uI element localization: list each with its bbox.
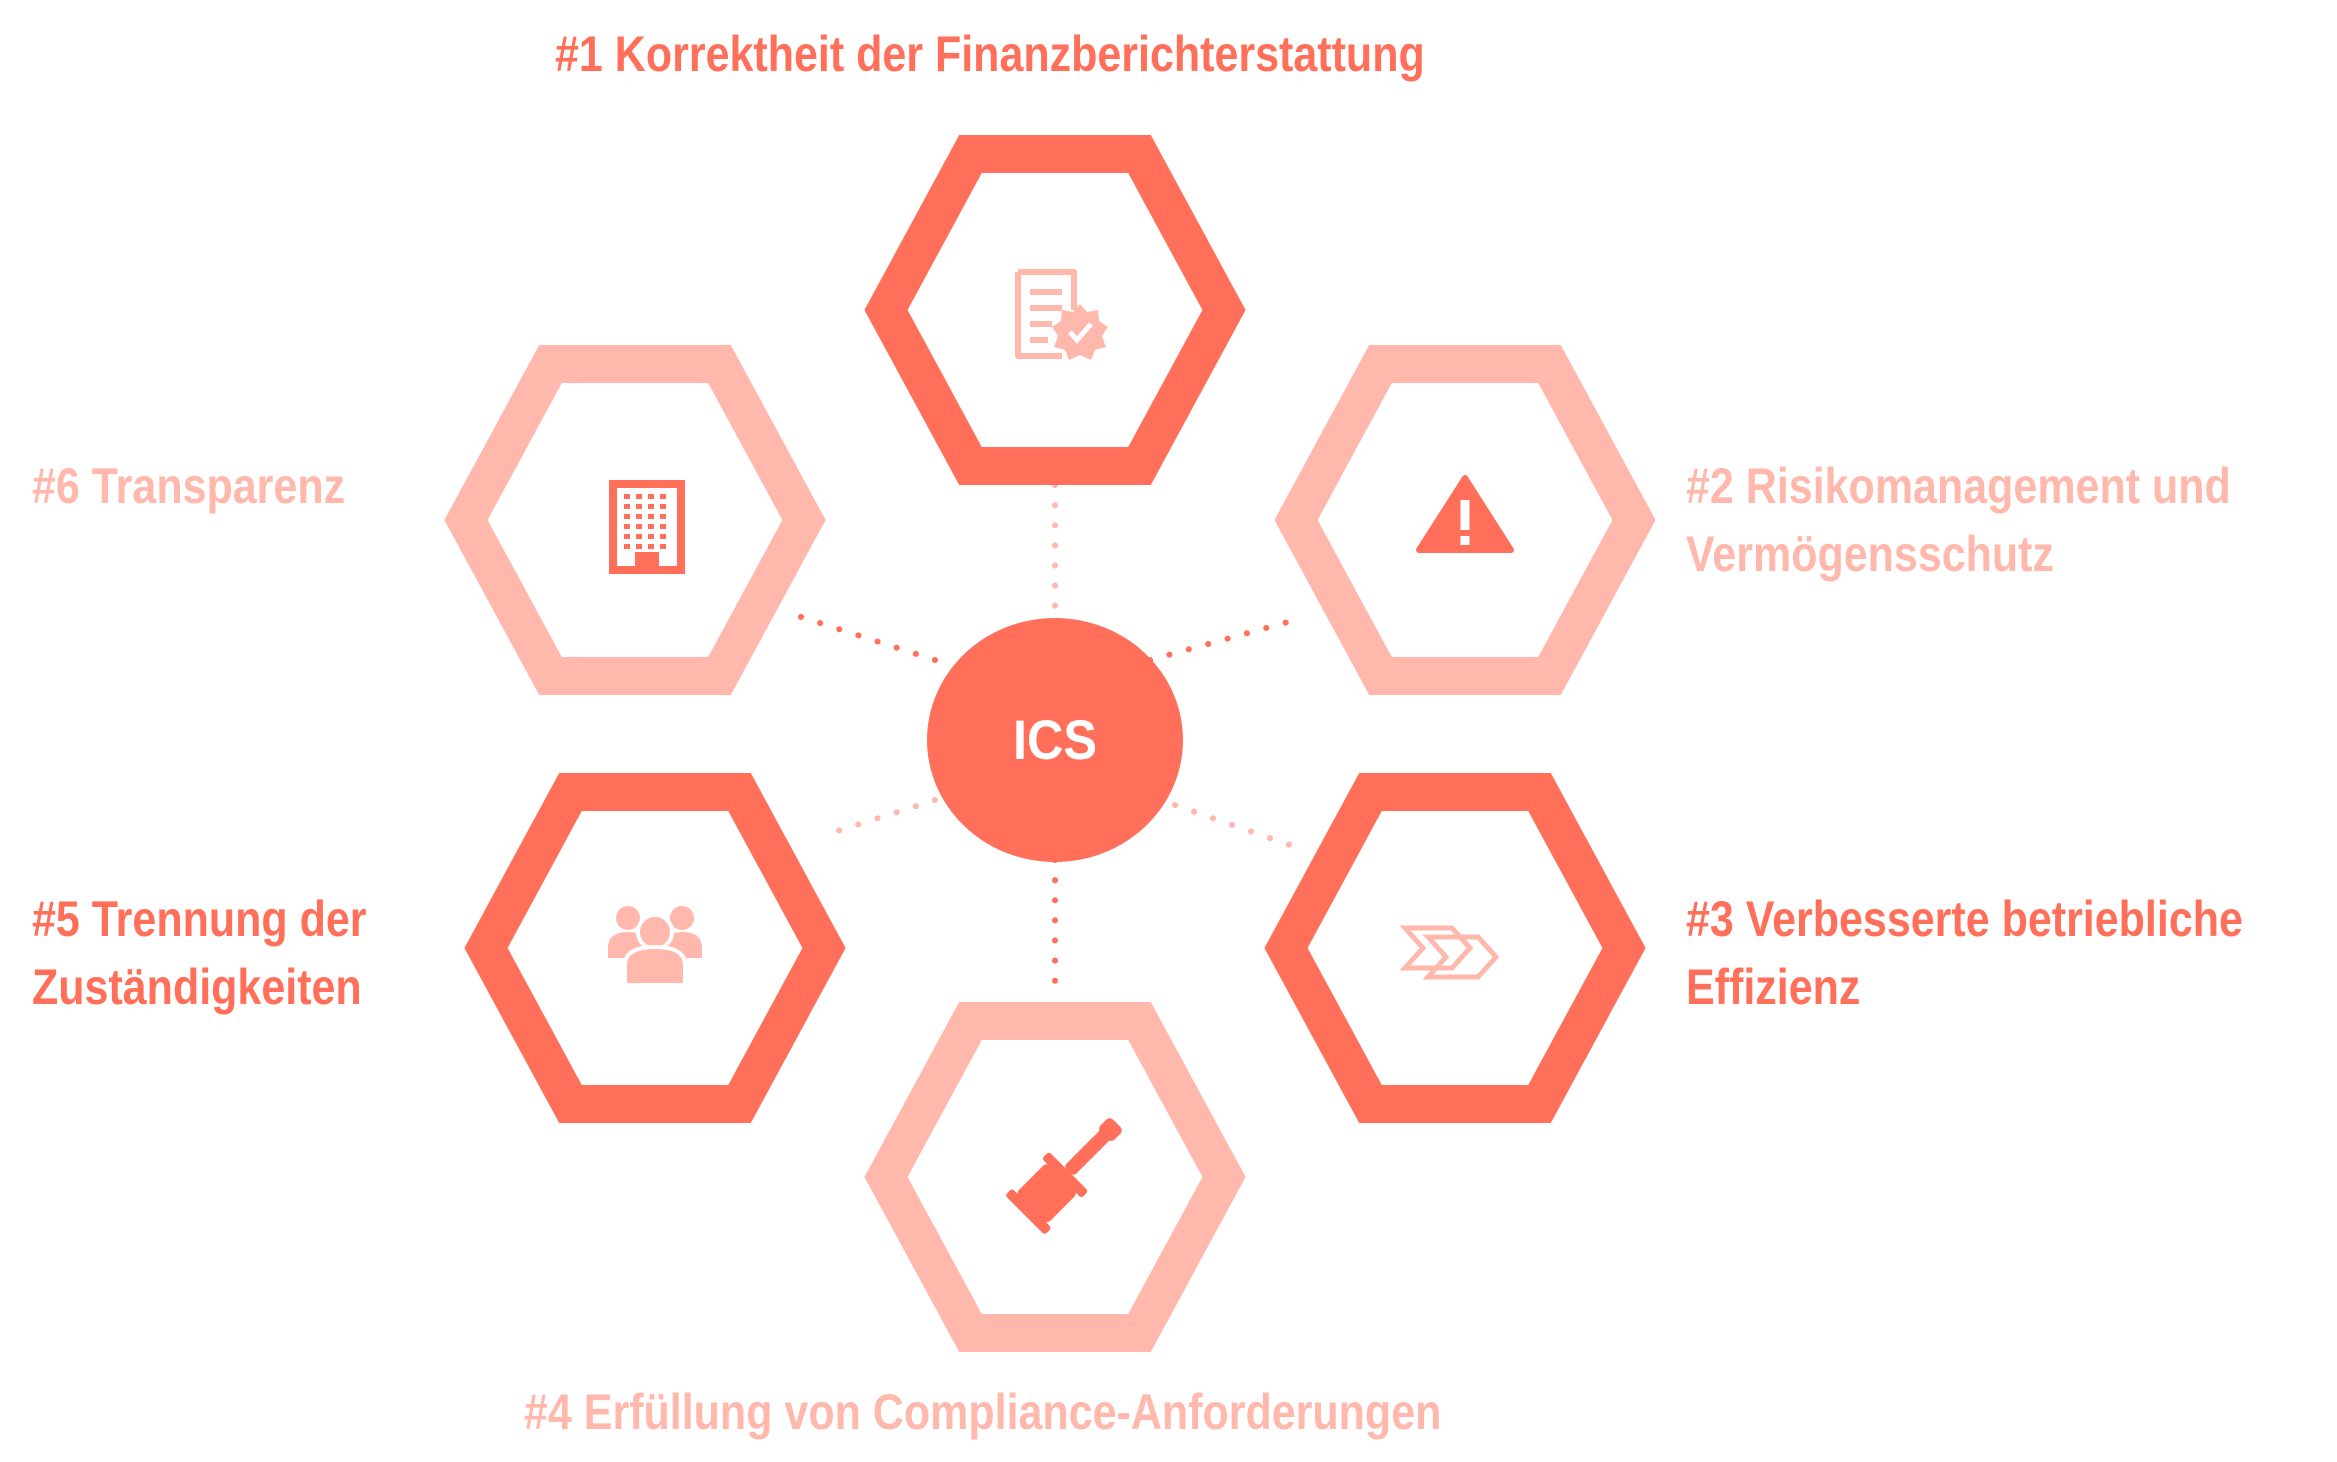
item-label-line: #6 Transparenz [32, 458, 346, 514]
window-mark [648, 504, 654, 509]
window-mark [624, 494, 630, 499]
double-chevron-icon [1399, 925, 1500, 980]
item-label-line: #4 Erfüllung von Compliance-Anforderunge… [524, 1384, 1442, 1440]
window-mark [648, 534, 654, 539]
center-circle [927, 618, 1183, 862]
hexagon-5 [464, 773, 846, 1123]
hexagon-group [444, 135, 1656, 1352]
connector-2 [1147, 617, 1298, 663]
window-mark [624, 534, 630, 539]
window-mark [636, 504, 642, 509]
window-mark [624, 544, 630, 549]
window-mark [648, 494, 654, 499]
connector-lines [792, 482, 1298, 988]
gavel-icon [1006, 1118, 1122, 1234]
window-mark [636, 534, 642, 539]
item-label-line: Vermögensschutz [1686, 526, 2054, 582]
item-label-6: #6 Transparenz [32, 452, 345, 520]
hexagon-6 [444, 345, 826, 695]
item-label-line: #3 Verbesserte betriebliche [1686, 891, 2243, 947]
item-label-line: #5 Trennung der [32, 891, 367, 947]
window-mark [660, 514, 666, 519]
window-mark [648, 524, 654, 529]
item-label-1: #1 Korrektheit der Finanzberichterstattu… [555, 20, 1425, 88]
item-label-4: #4 Erfüllung von Compliance-Anforderunge… [524, 1378, 1441, 1446]
item-label-line: Zuständigkeiten [32, 959, 362, 1015]
window-mark [648, 514, 654, 519]
item-label-line: Effizienz [1686, 959, 1861, 1015]
connector-5 [822, 797, 938, 838]
window-mark [636, 514, 642, 519]
hexagon-1 [864, 135, 1246, 485]
center-label: ICS [1013, 710, 1097, 772]
connector-3 [1172, 802, 1293, 848]
user-group-icon [608, 906, 702, 987]
hexagon-2 [1274, 345, 1656, 695]
window-mark [660, 544, 666, 549]
item-label-line: #1 Korrektheit der Finanzberichterstattu… [555, 26, 1425, 82]
window-mark [624, 514, 630, 519]
connector-6 [792, 612, 938, 663]
window-mark [660, 494, 666, 499]
window-mark [636, 494, 642, 499]
window-mark [660, 524, 666, 529]
hexagon-4 [864, 1002, 1246, 1352]
window-mark [660, 504, 666, 509]
icon-group [608, 269, 1514, 1234]
window-mark [660, 534, 666, 539]
window-mark [636, 544, 642, 549]
office-building-icon [609, 480, 685, 574]
window-mark [636, 524, 642, 529]
window-mark [624, 504, 630, 509]
hexagon-3 [1264, 773, 1646, 1123]
warning-triangle-icon [1416, 475, 1514, 553]
item-label-line: #2 Risikomanagement und [1686, 458, 2231, 514]
window-mark [624, 524, 630, 529]
window-mark [648, 544, 654, 549]
certified-document-icon [1015, 269, 1108, 360]
center-node: ICS [927, 618, 1183, 862]
